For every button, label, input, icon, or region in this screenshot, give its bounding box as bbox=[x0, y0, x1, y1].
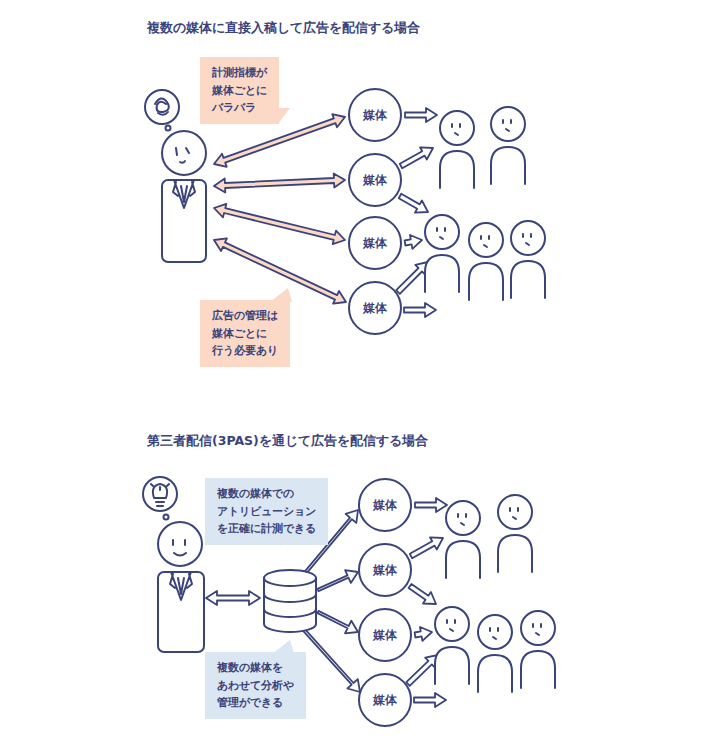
audience-person bbox=[435, 607, 469, 684]
media-label: 媒体 bbox=[363, 301, 387, 316]
media-label: 媒体 bbox=[363, 236, 387, 251]
block-arrow bbox=[410, 537, 443, 558]
callout-text: 複数の媒体を あわせて分析や 管理ができる bbox=[217, 659, 294, 712]
callout-text: 複数の媒体での アトリビューション を正確に計測できる bbox=[217, 485, 316, 538]
block-arrow bbox=[399, 194, 428, 213]
media-circle: 媒体 bbox=[358, 543, 412, 597]
block-arrow bbox=[400, 147, 433, 168]
block-arrow bbox=[405, 108, 437, 122]
media-label: 媒体 bbox=[373, 498, 397, 513]
block-arrow bbox=[303, 629, 360, 692]
audience-person bbox=[491, 107, 525, 184]
audience-person bbox=[469, 223, 503, 300]
block-arrow bbox=[415, 498, 447, 512]
audience-person bbox=[440, 111, 474, 188]
media-circle: 媒体 bbox=[348, 88, 402, 142]
block-arrow bbox=[404, 303, 436, 317]
media-circle: 媒体 bbox=[358, 478, 412, 532]
media-label: 媒体 bbox=[373, 563, 397, 578]
callout-text: 広告の管理は 媒体ごとに 行う必要あり bbox=[212, 307, 278, 360]
block-arrow bbox=[405, 235, 422, 249]
double-arrow bbox=[214, 238, 346, 303]
figures bbox=[143, 90, 316, 652]
block-arrow bbox=[318, 570, 359, 591]
block-arrow bbox=[415, 627, 432, 641]
media-label: 媒体 bbox=[363, 108, 387, 123]
block-arrow bbox=[318, 611, 359, 633]
block-arrow bbox=[414, 693, 446, 707]
block-arrow bbox=[409, 584, 436, 604]
double-arrow bbox=[206, 591, 260, 605]
callout-box: 計測指標が 媒体ごとに バラバラ bbox=[200, 57, 279, 124]
block-arrow bbox=[406, 655, 438, 686]
callout-box: 複数の媒体を あわせて分析や 管理ができる bbox=[205, 652, 306, 719]
callout-box: 広告の管理は 媒体ごとに 行う必要あり bbox=[200, 300, 290, 367]
media-circle: 媒体 bbox=[348, 281, 402, 335]
media-circle: 媒体 bbox=[348, 153, 402, 207]
media-label: 媒体 bbox=[373, 693, 397, 708]
diagram-title: 複数の媒体に直接入稿して広告を配信する場合 bbox=[147, 20, 420, 37]
callout-text: 計測指標が 媒体ごとに バラバラ bbox=[212, 64, 267, 117]
audience-person bbox=[498, 495, 532, 572]
audience-person bbox=[521, 611, 555, 688]
media-circle: 媒体 bbox=[348, 216, 402, 270]
double-arrow bbox=[214, 174, 345, 193]
section-title: 第三者配信(3PAS)を通じて広告を配信する場合 bbox=[147, 433, 428, 450]
double-arrow bbox=[214, 204, 345, 244]
audience-person bbox=[511, 221, 545, 298]
media-label: 媒体 bbox=[373, 628, 397, 643]
audience-person bbox=[478, 615, 512, 692]
media-circle: 媒体 bbox=[358, 608, 412, 662]
audience-person bbox=[425, 215, 459, 292]
audience-person bbox=[446, 501, 480, 578]
media-label: 媒体 bbox=[363, 173, 387, 188]
media-circle: 媒体 bbox=[358, 673, 412, 727]
block-arrow bbox=[396, 262, 428, 294]
callout-box: 複数の媒体での アトリビューション を正確に計測できる bbox=[205, 478, 328, 545]
